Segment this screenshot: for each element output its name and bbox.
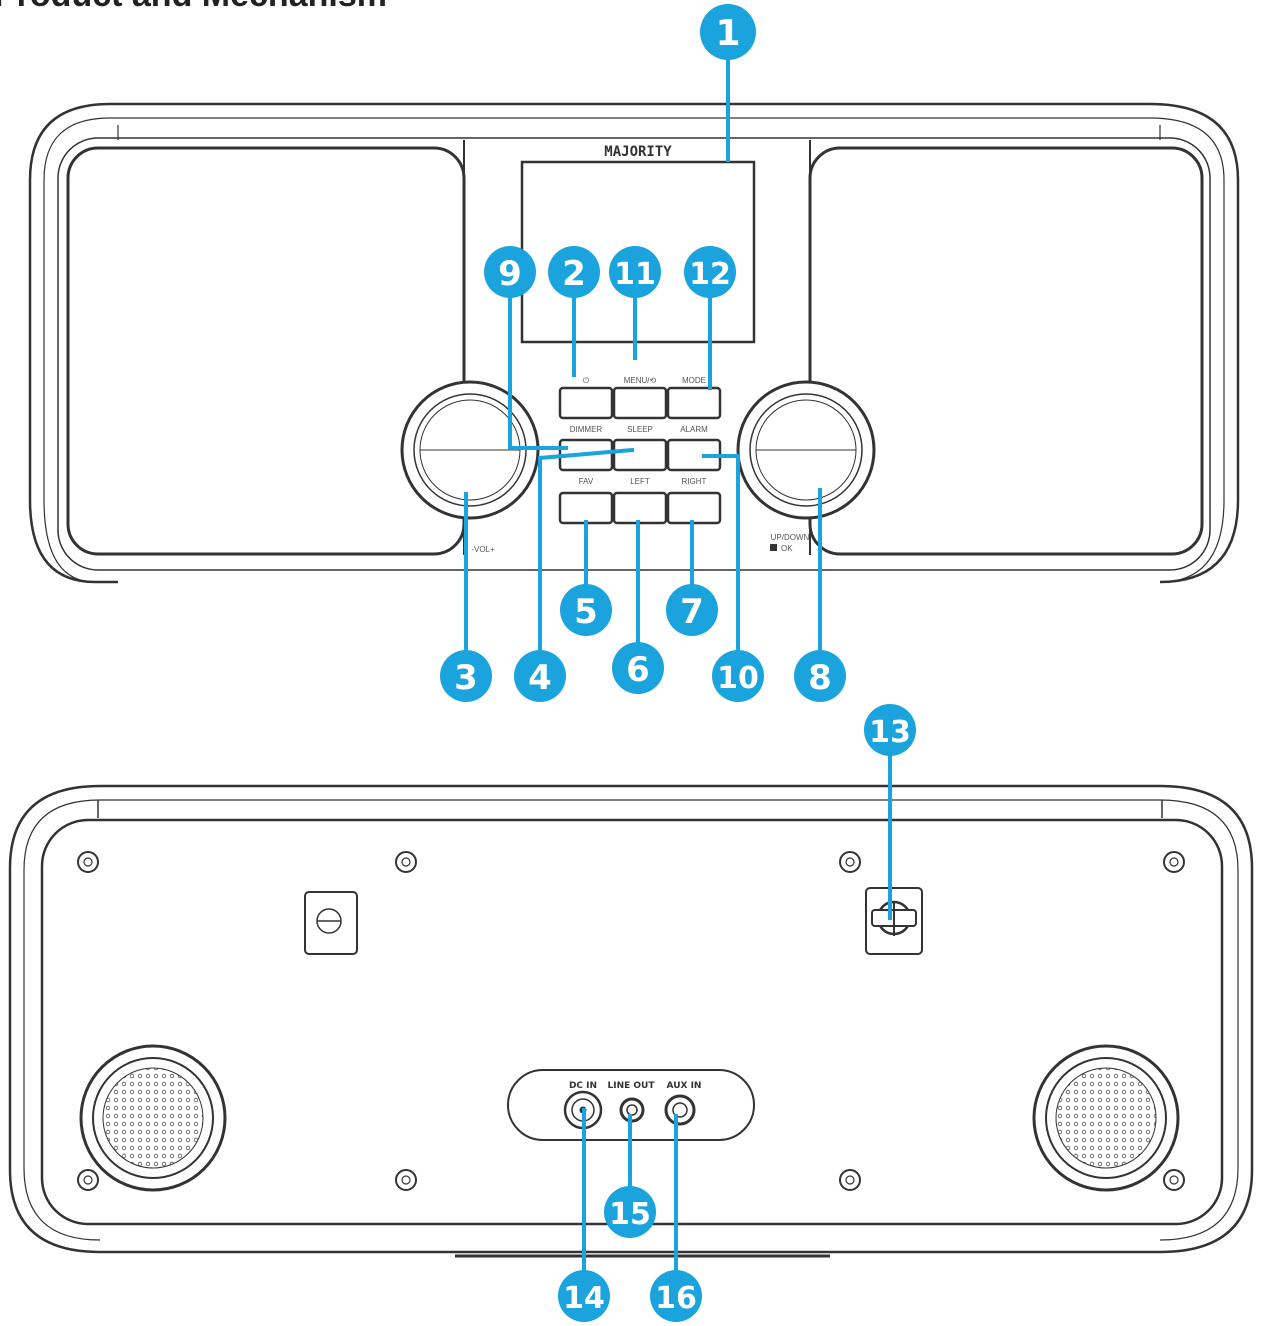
- mode-label: MODE: [682, 376, 706, 385]
- fav-button[interactable]: [558, 491, 614, 525]
- svg-text:14: 14: [563, 1281, 605, 1316]
- svg-text:5: 5: [574, 592, 598, 632]
- rear-port-left: [79, 1044, 227, 1192]
- screw-icon: [77, 851, 99, 873]
- screw-icon: [839, 851, 861, 873]
- svg-text:1: 1: [715, 13, 740, 54]
- svg-text:16: 16: [655, 1281, 697, 1316]
- callout-9: 9: [484, 246, 536, 298]
- svg-text:4: 4: [528, 658, 552, 698]
- antenna-clip[interactable]: [865, 887, 923, 955]
- alarm-label: ALARM: [680, 425, 708, 434]
- menu-label: MENU/⟲: [624, 376, 657, 385]
- sleep-button[interactable]: [612, 438, 668, 472]
- callout-2: 2: [548, 246, 600, 298]
- menu-button[interactable]: [612, 386, 668, 420]
- aux-in-label: AUX IN: [667, 1081, 702, 1091]
- callout-12: 12: [684, 246, 736, 298]
- svg-text:15: 15: [609, 1197, 651, 1232]
- callout-lines: [464, 58, 892, 1284]
- screws: [77, 851, 1185, 1191]
- fav-label: FAV: [579, 477, 594, 486]
- callout-3: 3: [440, 650, 492, 702]
- svg-text:11: 11: [614, 257, 656, 292]
- svg-text:12: 12: [689, 257, 731, 292]
- ok-icon: [770, 544, 777, 551]
- screw-icon: [395, 851, 417, 873]
- power-label: ⏻: [583, 376, 590, 385]
- dc-in-label: DC IN: [569, 1081, 597, 1091]
- svg-text:9: 9: [498, 254, 522, 294]
- volume-label: -VOL+: [471, 545, 495, 554]
- svg-text:7: 7: [680, 592, 704, 632]
- screw-icon: [839, 1169, 861, 1191]
- screw-icon: [1163, 1169, 1185, 1191]
- rear-port-right: [1032, 1044, 1180, 1192]
- mount-slot-left: [304, 891, 358, 955]
- updown-label: UP/DOWN: [771, 533, 810, 542]
- callout-badges: 1 9 2 11 12 5 7 3 4 6 10 8 13 15 14 16: [440, 4, 916, 1322]
- callout-6: 6: [612, 642, 664, 694]
- line-out-jack[interactable]: [619, 1097, 645, 1123]
- line-out-label: LINE OUT: [608, 1081, 656, 1091]
- left-label: LEFT: [630, 477, 650, 486]
- callout-8: 8: [794, 650, 846, 702]
- screw-icon: [1163, 851, 1185, 873]
- sleep-label: SLEEP: [627, 425, 653, 434]
- heading: Product and Mechanism: [0, 0, 387, 14]
- callout-5: 5: [560, 584, 612, 636]
- svg-text:8: 8: [808, 658, 832, 698]
- screw-icon: [395, 1169, 417, 1191]
- callout-14: 14: [558, 1270, 610, 1322]
- callout-15: 15: [604, 1186, 656, 1238]
- svg-text:2: 2: [562, 254, 586, 294]
- power-button[interactable]: [558, 386, 614, 420]
- callout-4: 4: [514, 650, 566, 702]
- callout-11: 11: [609, 246, 661, 298]
- svg-text:13: 13: [869, 715, 911, 750]
- left-button[interactable]: [612, 491, 668, 525]
- svg-text:3: 3: [454, 658, 478, 698]
- callout-1: 1: [700, 4, 756, 60]
- callout-13: 13: [864, 704, 916, 756]
- ok-label: OK: [781, 544, 793, 553]
- right-button[interactable]: [666, 491, 722, 525]
- callout-7: 7: [666, 584, 718, 636]
- callout-16: 16: [650, 1270, 702, 1322]
- dimmer-label: DIMMER: [570, 425, 603, 434]
- svg-text:10: 10: [717, 661, 759, 696]
- brand-logo: MAJORITY: [604, 144, 672, 160]
- right-label: RIGHT: [682, 477, 707, 486]
- navigation-knob: [736, 380, 876, 520]
- callout-10: 10: [712, 650, 764, 702]
- svg-text:6: 6: [626, 650, 650, 690]
- screw-icon: [77, 1169, 99, 1191]
- mode-button[interactable]: [666, 386, 722, 420]
- aux-in-jack[interactable]: [664, 1094, 696, 1126]
